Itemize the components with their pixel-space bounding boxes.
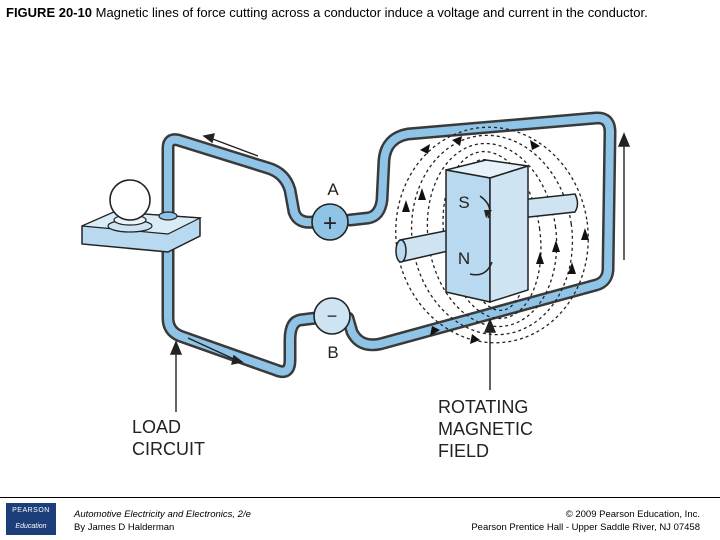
logo-bottom-text: Education bbox=[15, 523, 47, 530]
publisher-line: Pearson Prentice Hall - Upper Saddle Riv… bbox=[471, 522, 700, 533]
book-info: Automotive Electricity and Electronics, … bbox=[74, 508, 251, 534]
logo-top-text: PEARSON bbox=[12, 507, 50, 514]
field-label-line-3: FIELD bbox=[438, 441, 489, 461]
pearson-logo: PEARSON Education bbox=[6, 503, 56, 535]
copyright-info: © 2009 Pearson Education, Inc. Pearson P… bbox=[471, 508, 700, 534]
field-label-line-2: MAGNETIC bbox=[438, 419, 533, 439]
pole-n-label: N bbox=[458, 249, 470, 268]
figure-number: FIGURE 20-10 bbox=[6, 5, 92, 20]
figure-caption: FIGURE 20-10 Magnetic lines of force cut… bbox=[6, 5, 718, 20]
field-label-line-1: ROTATING bbox=[438, 397, 528, 417]
terminal-b-label: B bbox=[327, 343, 338, 362]
bulb-icon bbox=[81, 179, 203, 253]
current-arrow-icons bbox=[169, 132, 631, 412]
plus-sign: + bbox=[323, 210, 337, 237]
footer-divider bbox=[0, 497, 720, 498]
caption-text: Magnetic lines of force cutting across a… bbox=[95, 5, 648, 20]
load-label-line-2: CIRCUIT bbox=[132, 439, 205, 459]
field-arrow-icons bbox=[402, 136, 589, 344]
terminal-a: + A bbox=[311, 180, 349, 241]
rotor-magnet: S N bbox=[395, 159, 579, 304]
rotating-field-label: ROTATING MAGNETIC FIELD bbox=[438, 397, 533, 461]
minus-sign: − bbox=[327, 306, 338, 326]
wire-circuit bbox=[161, 111, 617, 379]
terminal-b: − B bbox=[313, 297, 351, 362]
book-title: Automotive Electricity and Electronics, … bbox=[74, 509, 251, 520]
copyright-line: © 2009 Pearson Education, Inc. bbox=[565, 509, 700, 520]
load-circuit-label: LOAD CIRCUIT bbox=[132, 417, 205, 459]
book-author: By James D Halderman bbox=[74, 522, 175, 533]
terminal-a-label: A bbox=[327, 180, 339, 199]
load-label-line-1: LOAD bbox=[132, 417, 181, 437]
generator-diagram: + A − B S N bbox=[81, 111, 631, 461]
pole-s-label: S bbox=[458, 193, 469, 212]
